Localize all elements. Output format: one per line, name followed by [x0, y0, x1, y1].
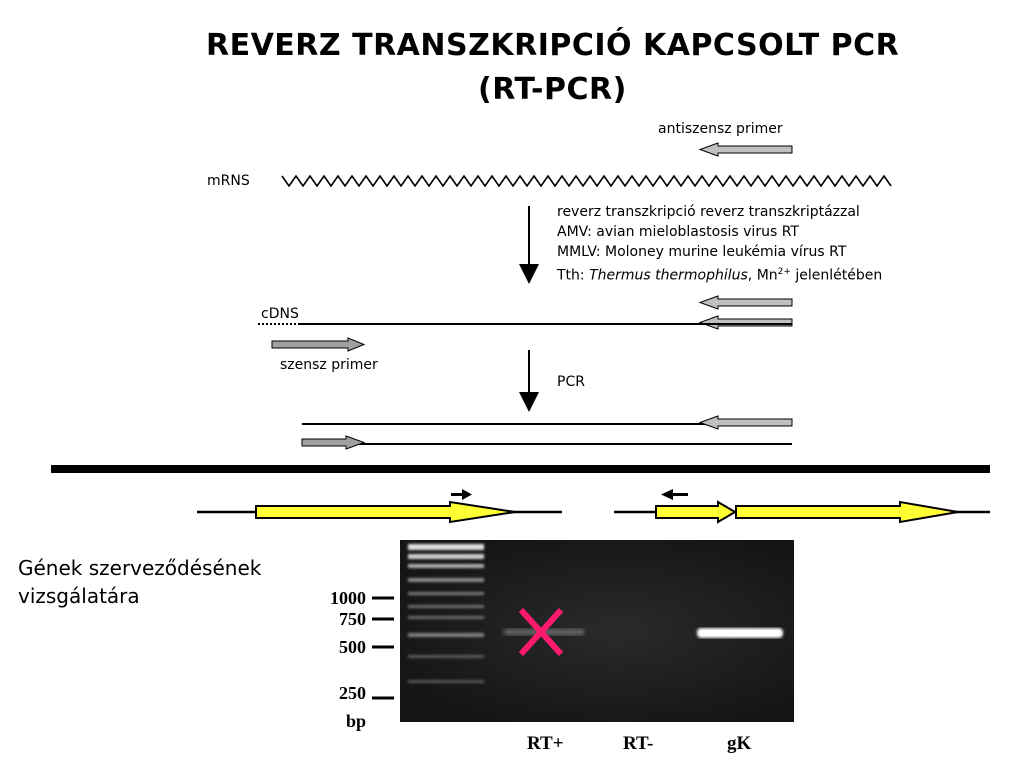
gene-arrow-left [255, 500, 516, 524]
page-subtitle: (RT-PCR) [478, 72, 627, 107]
cdna-antisense-primer-1 [698, 295, 793, 310]
page-title: REVERZ TRANSZKRIPCIÓ KAPCSOLT PCR [206, 28, 900, 63]
pcr-label: PCR [557, 374, 585, 390]
rt-info-line3: MMLV: Moloney murine leukémia vírus RT [557, 244, 847, 260]
pcr-sense-primer [301, 435, 366, 450]
marker-750: 750 [339, 609, 366, 629]
rt-info-line4: Tth: Thermus thermophilus, Mn2+ jelenlét… [557, 262, 882, 286]
forward-primer-icon [451, 489, 472, 500]
gene-arrow-right-1 [655, 500, 737, 524]
cdna-label: cDNS [261, 306, 299, 322]
rt-info-organism: Thermus thermophilus [589, 267, 748, 284]
rt-info-line4-mid: , Mn [747, 267, 778, 284]
pcr-antisense-primer [698, 415, 793, 430]
section-divider [51, 465, 990, 473]
gel-bands [408, 544, 783, 683]
gene-arrow-right-2 [735, 500, 959, 524]
rt-info-line2: AMV: avian mieloblastosis virus RT [557, 224, 799, 240]
rt-info-line4-suffix: jelenlétében [790, 267, 883, 284]
gel-caption-line1: Gének szerveződésének [18, 556, 262, 580]
ladder-lane [408, 544, 484, 683]
cdna-antisense-primer-2 [698, 315, 793, 330]
sense-primer-arrow [271, 337, 366, 352]
gel-image [400, 540, 794, 722]
lane-label-gk: gK [727, 733, 752, 754]
marker-250: 250 [339, 683, 366, 703]
lane-label-rt-minus: RT- [623, 733, 654, 754]
marker-1000: 1000 [330, 588, 366, 608]
bp-unit-label: bp [345, 711, 366, 731]
negative-result-cross-icon [518, 607, 564, 657]
rt-info-line4-prefix: Tth: [557, 267, 590, 284]
sense-primer-label: szensz primer [280, 357, 378, 373]
rt-info-superscript: 2+ [777, 267, 791, 277]
marker-500: 500 [339, 637, 366, 657]
mrna-strand [281, 174, 892, 188]
size-marker-ticks [372, 596, 394, 700]
lane-label-rt-plus: RT+ [527, 733, 564, 754]
rt-info-line1: reverz transzkripció reverz transzkriptá… [557, 204, 860, 220]
gel-caption-line2: vizsgálatára [18, 584, 140, 608]
reverse-primer-icon [661, 489, 688, 500]
mrna-label: mRNS [207, 173, 250, 189]
antisense-primer-label: antiszensz primer [658, 121, 783, 137]
antisense-primer-arrow [698, 142, 793, 157]
